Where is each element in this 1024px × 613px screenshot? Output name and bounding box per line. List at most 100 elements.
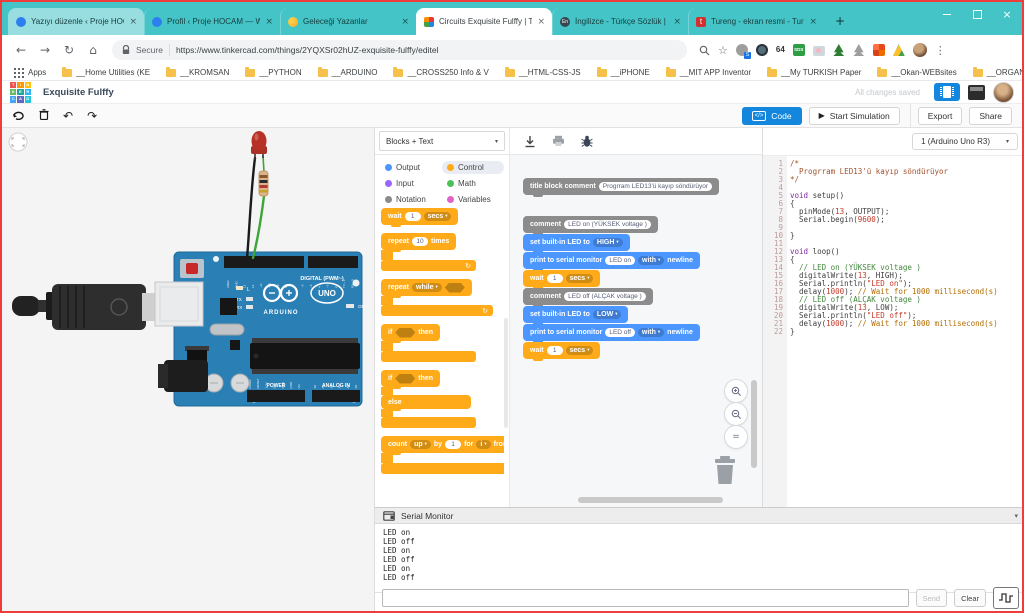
- browser-tab[interactable]: Yazıyı düzenle ‹ Proje HOCAM×: [8, 8, 144, 35]
- block-dropdown[interactable]: with▾: [638, 256, 664, 265]
- bookmark-folder[interactable]: __HTML-CSS-JS: [505, 68, 581, 77]
- bookmark-folder[interactable]: __iPHONE: [597, 68, 650, 77]
- script-stack[interactable]: title block commentProgrram LED13'ü kayı…: [523, 178, 719, 360]
- script-block[interactable]: set built-in LED toLOW▾: [523, 306, 628, 323]
- gray-tree-extension-icon[interactable]: [853, 44, 865, 56]
- arduino-uno-board[interactable]: AREFGND1312~11~10~987~6~54~32TX→1RX←0 DI…: [155, 252, 365, 406]
- panel-view-button[interactable]: [968, 85, 985, 100]
- tab-close-icon[interactable]: ×: [537, 17, 545, 27]
- script-block[interactable]: repeatwhile▾↻: [381, 279, 493, 316]
- category-output[interactable]: Output: [380, 161, 442, 174]
- block-value-oval[interactable]: LED off: [605, 328, 635, 337]
- script-block[interactable]: ifthen: [381, 324, 476, 362]
- graph-toggle-button[interactable]: [993, 587, 1019, 609]
- workspace-horizontal-scrollbar[interactable]: [578, 497, 723, 503]
- script-block[interactable]: ifthenelse: [381, 370, 476, 428]
- script-block[interactable]: print to serial monitorLED offwith▾newli…: [523, 324, 700, 341]
- pin13-wire[interactable]: [253, 196, 264, 258]
- reset-button[interactable]: [186, 263, 198, 274]
- reload-button[interactable]: ↻: [58, 43, 80, 57]
- ext-64-icon[interactable]: 64: [776, 44, 785, 56]
- bookmark-folder[interactable]: __KROMSAN: [166, 68, 229, 77]
- zoom-fit-button[interactable]: =: [724, 425, 748, 449]
- browser-tab[interactable]: Circuits Exquisite Fulffy | Tink×: [416, 8, 552, 35]
- tab-close-icon[interactable]: ×: [809, 17, 817, 27]
- drive-extension-icon[interactable]: [893, 44, 905, 56]
- category-input[interactable]: Input: [380, 177, 442, 190]
- script-block[interactable]: countup▾by1fori▾from: [381, 436, 504, 474]
- block-value-oval[interactable]: 1: [547, 346, 563, 355]
- bookmark-folder[interactable]: __My TURKISH Paper: [767, 68, 861, 77]
- bookmark-folder[interactable]: __PYTHON: [245, 68, 301, 77]
- board-selector-dropdown[interactable]: 1 (Arduino Uno R3)▾: [912, 133, 1018, 150]
- resistor[interactable]: [259, 156, 268, 196]
- editor-mode-dropdown[interactable]: Blocks + Text▾: [379, 131, 505, 151]
- serial-monitor-header[interactable]: Serial Monitor ▾: [375, 508, 1024, 524]
- back-button[interactable]: ←: [10, 43, 32, 57]
- circuit-canvas[interactable]: AREFGND1312~11~10~987~6~54~32TX→1RX←0 DI…: [2, 128, 375, 613]
- script-block[interactable]: repeat10times↻: [381, 233, 476, 271]
- screenshot-extension-icon[interactable]: [813, 46, 825, 56]
- search-icon[interactable]: [699, 45, 710, 56]
- block-value-oval[interactable]: Progrram LED13'ü kayıp söndürüyor: [599, 182, 712, 191]
- profile-avatar[interactable]: [913, 43, 927, 57]
- new-tab-button[interactable]: +: [828, 9, 852, 33]
- block-dropdown[interactable]: secs▾: [566, 274, 594, 283]
- minimize-button[interactable]: [932, 2, 962, 26]
- session-extension-icon[interactable]: [736, 44, 748, 56]
- debug-bug-icon[interactable]: [581, 135, 593, 148]
- block-value-oval[interactable]: 1: [547, 274, 563, 283]
- block-value-oval[interactable]: 10: [412, 237, 428, 246]
- rotate-icon[interactable]: [12, 109, 25, 122]
- block-value-oval[interactable]: 1: [445, 440, 461, 449]
- tab-close-icon[interactable]: ×: [673, 17, 681, 27]
- led[interactable]: [251, 131, 267, 160]
- tab-close-icon[interactable]: ×: [129, 17, 137, 27]
- bookmark-folder[interactable]: __MIT APP Inventor: [666, 68, 751, 77]
- adblock-extension-icon[interactable]: [756, 44, 768, 56]
- bookmark-folder[interactable]: __ARDUINO: [318, 68, 378, 77]
- palette-scrollbar[interactable]: [504, 318, 508, 428]
- bookmark-star-icon[interactable]: ☆: [718, 44, 728, 57]
- script-block[interactable]: commentLED off (ALÇAK voltage ): [523, 288, 653, 305]
- bookmark-folder[interactable]: __CROSS250 Info & V: [393, 68, 488, 77]
- block-hex-slot[interactable]: [445, 283, 465, 293]
- share-button[interactable]: Share: [969, 107, 1012, 125]
- bookmark-folder[interactable]: __Okan-WEBsites: [877, 68, 956, 77]
- block-dropdown[interactable]: HIGH▾: [593, 238, 623, 247]
- script-block[interactable]: wait1secs▾: [523, 342, 600, 359]
- serial-collapse-icon[interactable]: ▾: [1014, 512, 1018, 520]
- green-tree-extension-icon[interactable]: [833, 44, 845, 56]
- browser-tab[interactable]: Profil ‹ Proje HOCAM — Wor×: [144, 8, 280, 35]
- zoom-out-button[interactable]: [724, 402, 748, 426]
- address-bar[interactable]: Secure https://www.tinkercad.com/things/…: [112, 40, 687, 60]
- block-hex-slot[interactable]: [395, 328, 415, 338]
- forward-button[interactable]: →: [34, 43, 56, 57]
- sds-extension-icon[interactable]: SDS: [793, 44, 805, 56]
- block-value-oval[interactable]: LED on (YÜKSEK voltage ): [564, 220, 651, 229]
- code-editor[interactable]: 1/*2 Progrram LED13'ü kayıp söndürüyor3*…: [763, 156, 1024, 507]
- redo-icon[interactable]: ↷: [87, 110, 97, 122]
- blocks-workspace[interactable]: title block commentProgrram LED13'ü kayı…: [509, 128, 762, 507]
- script-block[interactable]: wait1secs▾: [381, 208, 458, 225]
- clear-button[interactable]: Clear: [954, 589, 986, 607]
- zoom-in-button[interactable]: [724, 379, 748, 403]
- block-value-oval[interactable]: LED off (ALÇAK voltage ): [564, 292, 646, 301]
- delete-icon[interactable]: [39, 109, 49, 122]
- browser-tab[interactable]: İngilizce - Türkçe Sözlük | İng×: [552, 8, 688, 35]
- script-block[interactable]: title block commentProgrram LED13'ü kayı…: [523, 178, 719, 195]
- start-simulation-button[interactable]: ▶Start Simulation: [809, 107, 900, 125]
- script-block[interactable]: print to serial monitorLED onwith▾newlin…: [523, 252, 700, 269]
- serial-output[interactable]: LED onLED offLED onLED offLED onLED off: [375, 524, 1024, 593]
- block-dropdown[interactable]: secs▾: [566, 346, 594, 355]
- block-dropdown[interactable]: with▾: [638, 328, 664, 337]
- browser-menu-icon[interactable]: ⋮: [935, 44, 946, 57]
- block-dropdown[interactable]: up▾: [410, 440, 431, 449]
- browser-tab[interactable]: Tureng - ekran resmi - Turki×: [688, 8, 824, 35]
- block-value-oval[interactable]: LED on: [605, 256, 635, 265]
- workspace-vertical-scrollbar[interactable]: [751, 380, 757, 468]
- design-title[interactable]: Exquisite Fulffy: [43, 87, 114, 98]
- bookmark-folder[interactable]: __ORGANICS-TR: [973, 68, 1022, 77]
- maximize-button[interactable]: [962, 2, 992, 26]
- usb-cable[interactable]: [12, 284, 156, 330]
